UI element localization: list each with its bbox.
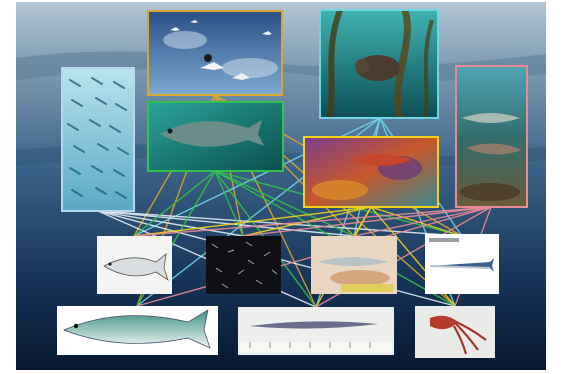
seabirds-photo xyxy=(147,10,283,96)
schooling-fish-photo xyxy=(61,67,135,212)
link-schooling-fish-to-krill xyxy=(97,210,244,237)
tuna-photo xyxy=(147,101,284,172)
link-salmon-to-herring xyxy=(133,206,492,237)
squid-photo xyxy=(415,306,495,358)
link-salmon-to-krill xyxy=(242,206,492,237)
link-rockfish-to-herring xyxy=(133,206,372,237)
krill-photo xyxy=(206,236,281,294)
link-schooling-fish-to-smelt xyxy=(97,210,355,237)
link-rockfish-to-saury xyxy=(370,206,463,237)
mackerel-drawing xyxy=(57,306,218,355)
smelt-photo xyxy=(311,236,397,294)
sand-lance-photo xyxy=(238,307,394,355)
herring-drawing xyxy=(97,236,172,294)
link-salmon-to-smelt xyxy=(353,206,492,237)
salmon-photo xyxy=(455,65,528,208)
sea-lion-in-kelp-photo xyxy=(319,8,439,119)
link-tuna-to-herring xyxy=(133,170,216,237)
rockfish-photo xyxy=(303,136,439,208)
saury-drawing xyxy=(425,234,499,294)
link-tuna-to-krill xyxy=(214,170,244,237)
